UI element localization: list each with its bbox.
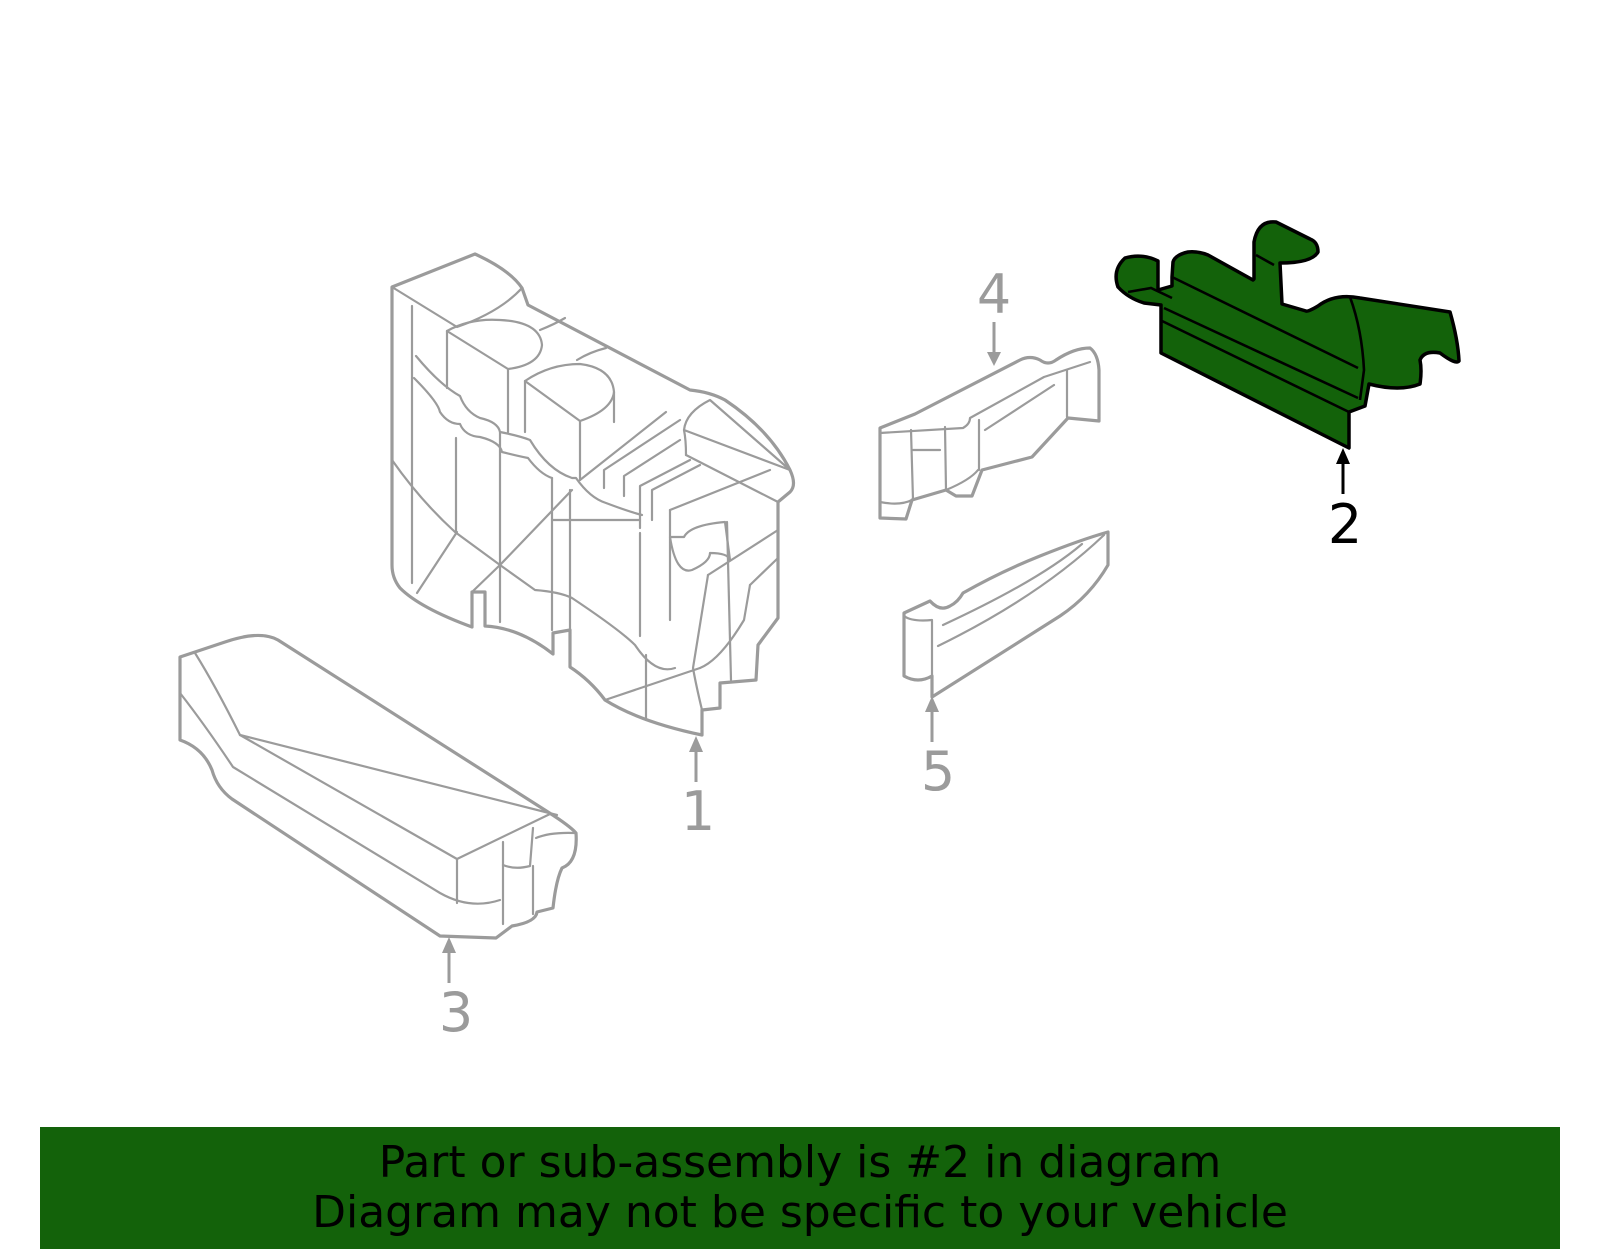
- callout-5: 5: [921, 696, 955, 803]
- info-banner: Part or sub-assembly is #2 in diagram Di…: [40, 1127, 1560, 1249]
- banner-line-disclaimer: Diagram may not be specific to your vehi…: [312, 1187, 1288, 1238]
- banner-line-part-number: Part or sub-assembly is #2 in diagram: [378, 1137, 1222, 1188]
- part-4-shape: [878, 346, 1101, 521]
- callout-4: 4: [977, 263, 1011, 366]
- part-3-shape: [178, 633, 578, 940]
- callout-1: 1: [681, 736, 715, 843]
- callout-number-1: 1: [681, 780, 715, 843]
- callout-number-5: 5: [921, 740, 955, 803]
- callout-number-3: 3: [439, 981, 473, 1044]
- callout-number-4: 4: [977, 263, 1011, 326]
- part-1-shape: [390, 252, 796, 737]
- callout-3: 3: [439, 937, 473, 1044]
- part-5-shape: [902, 530, 1110, 699]
- callout-2: 2: [1328, 448, 1362, 556]
- part-2-shape-highlighted: [1114, 220, 1461, 450]
- callout-number-2: 2: [1328, 493, 1362, 556]
